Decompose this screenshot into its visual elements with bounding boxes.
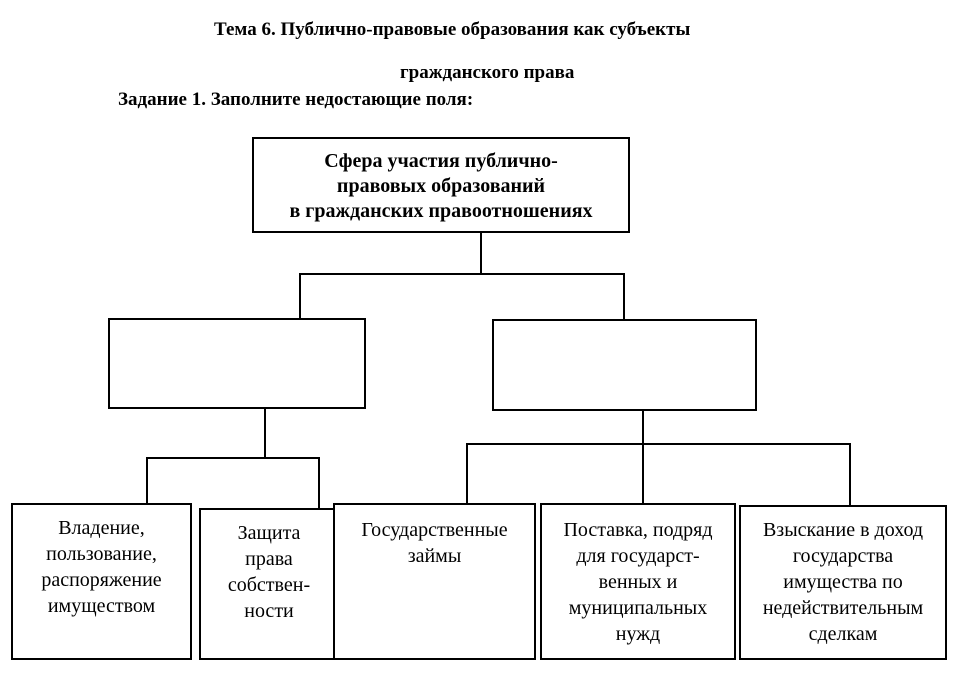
- leaf-label-possession: Владение, пользование, распоряжение имущ…: [41, 517, 162, 617]
- connector-to-leaf-3: [466, 443, 468, 505]
- root-node-label: Сфера участия публично- правовых образов…: [289, 150, 593, 222]
- leaf-label-ownership-protection: Защита права собствен- ности: [227, 522, 311, 622]
- topic-title-line2: гражданского права: [400, 62, 575, 83]
- connector-to-leaf-2: [318, 457, 320, 508]
- connector-left-branch-down: [264, 409, 266, 459]
- connector-to-leaf-1: [146, 457, 148, 505]
- connector-right-branch-down: [642, 411, 644, 445]
- root-node: Сфера участия публично- правовых образов…: [252, 137, 630, 233]
- connector-root-down: [480, 233, 482, 275]
- connector-to-right-branch: [623, 273, 625, 320]
- connector-to-leaf-4: [642, 443, 644, 505]
- connector-root-horizontal: [299, 273, 625, 275]
- right-branch-node[interactable]: [492, 319, 757, 411]
- left-branch-node[interactable]: [108, 318, 366, 409]
- leaf-node-supply-contract: Поставка, подряд для государст- венных и…: [540, 503, 736, 660]
- connector-to-leaf-5: [849, 443, 851, 507]
- leaf-label-property-recovery: Взыскание в доход государства имущества …: [762, 519, 924, 645]
- task-instruction: Задание 1. Заполните недостающие поля:: [118, 89, 474, 110]
- leaf-node-ownership-protection: Защита права собствен- ности: [199, 508, 339, 660]
- connector-right-horizontal: [466, 443, 851, 445]
- connector-to-left-branch: [299, 273, 301, 319]
- topic-title-line1: Тема 6. Публично-правовые образования ка…: [214, 19, 691, 40]
- leaf-node-property-recovery: Взыскание в доход государства имущества …: [739, 505, 947, 660]
- leaf-node-possession: Владение, пользование, распоряжение имущ…: [11, 503, 192, 660]
- connector-left-horizontal: [146, 457, 320, 459]
- leaf-node-state-loans: Государственные займы: [333, 503, 536, 660]
- leaf-label-state-loans: Государственные займы: [361, 519, 508, 567]
- leaf-label-supply-contract: Поставка, подряд для государст- венных и…: [563, 519, 713, 645]
